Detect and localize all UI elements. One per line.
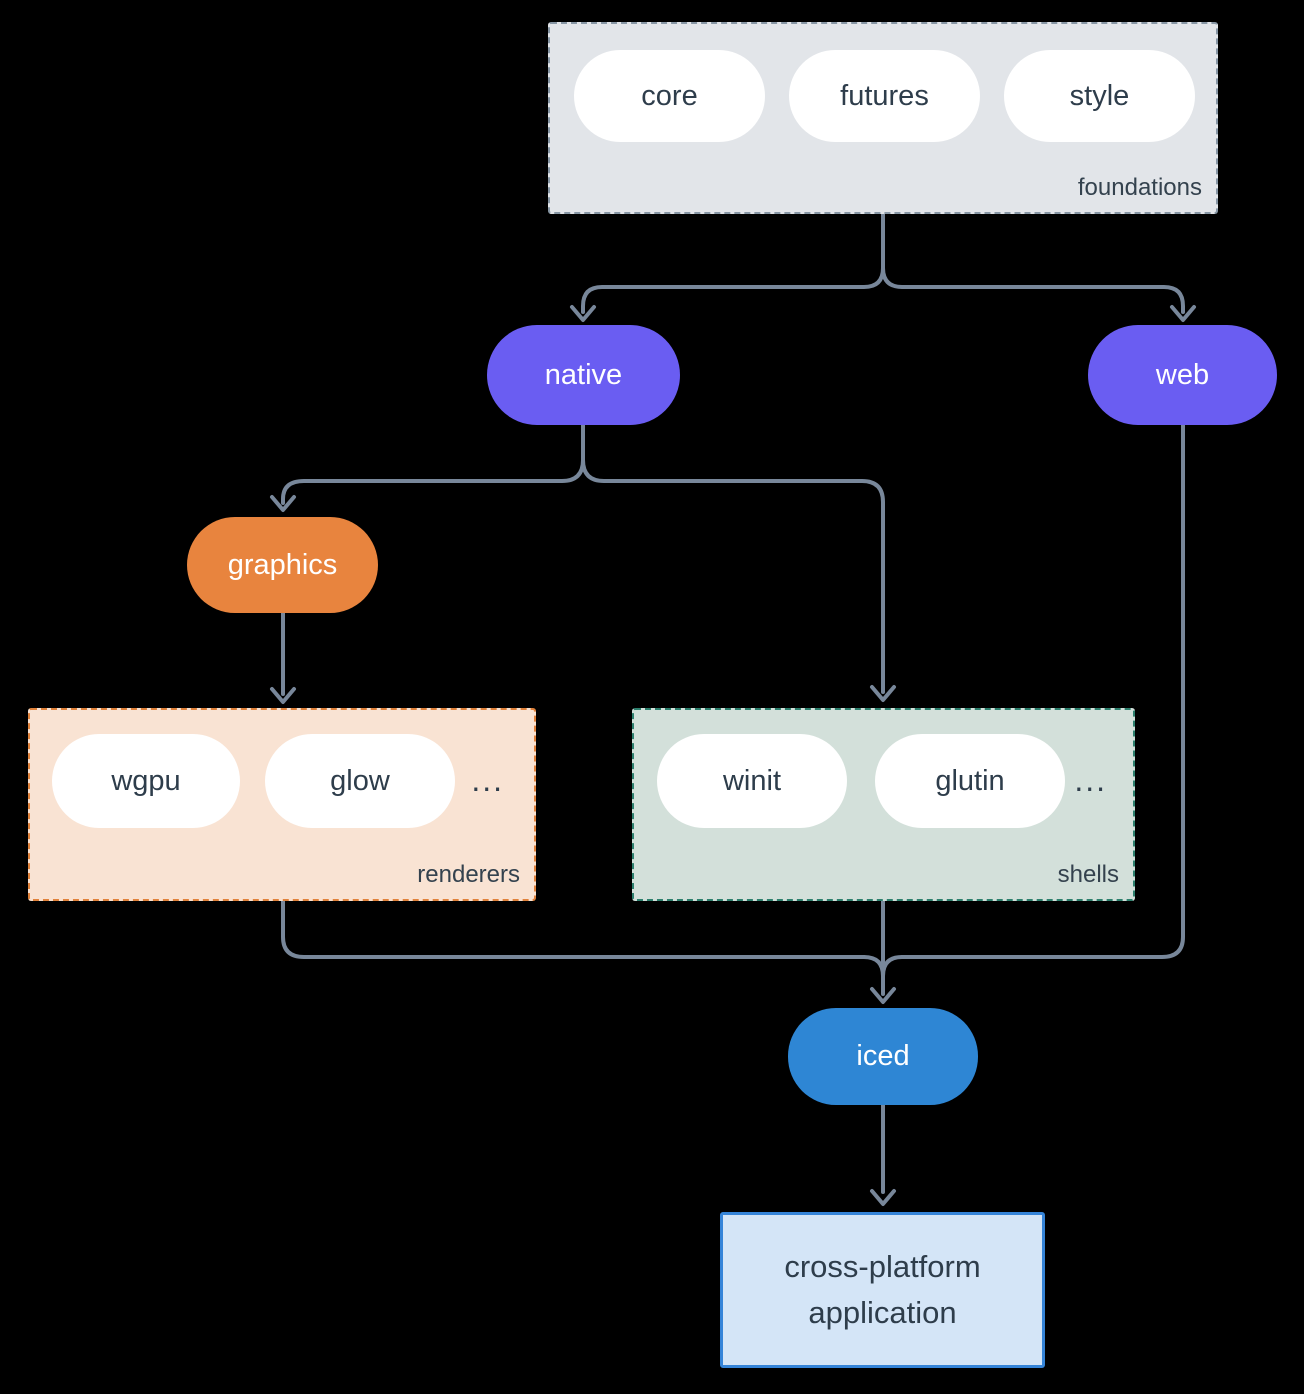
- foundations-group-label: foundations: [1077, 174, 1202, 201]
- arrowhead-graphics: [270, 495, 296, 512]
- renderers-group: wgpu glow ... renderers: [28, 708, 536, 901]
- node-iced: iced: [788, 1008, 978, 1105]
- edge-foundations-native: [581, 266, 885, 314]
- node-web-label: web: [1155, 358, 1210, 391]
- node-futures: futures: [789, 50, 980, 142]
- node-core: core: [574, 50, 765, 142]
- node-winit-label: winit: [722, 764, 781, 797]
- arrowhead-renderers: [270, 687, 296, 704]
- arrowhead-iced: [870, 987, 896, 1004]
- edge-renderers-merge: [281, 899, 866, 959]
- node-native-label: native: [544, 358, 623, 391]
- foundations-group: core futures style foundations: [548, 22, 1218, 214]
- node-style-label: style: [1069, 79, 1130, 112]
- arrowhead-shells: [870, 685, 896, 702]
- node-web: web: [1088, 325, 1277, 425]
- node-application-label: cross-platform application: [784, 1248, 981, 1331]
- edge-web-merge: [900, 423, 1185, 959]
- arrowhead-application: [870, 1189, 896, 1206]
- shells-group: winit glutin ... shells: [632, 708, 1135, 901]
- node-graphics-label: graphics: [227, 548, 338, 581]
- merge-fillet-right: [881, 955, 904, 978]
- shells-group-label: shells: [1057, 861, 1119, 888]
- node-glutin-label: glutin: [935, 764, 1005, 797]
- node-style: style: [1004, 50, 1195, 142]
- node-winit: winit: [657, 734, 847, 828]
- node-iced-label: iced: [856, 1040, 910, 1072]
- arrowhead-native: [570, 305, 596, 322]
- edge-native-graphics: [281, 458, 585, 505]
- merge-fillet-left: [862, 955, 885, 978]
- node-glow-label: glow: [330, 764, 390, 797]
- node-wgpu-label: wgpu: [111, 764, 181, 797]
- renderers-more-dots: ...: [471, 762, 504, 798]
- edge-foundations-web: [881, 266, 1185, 314]
- arrowhead-web: [1170, 305, 1196, 322]
- node-glow: glow: [265, 734, 455, 828]
- node-glutin: glutin: [875, 734, 1065, 828]
- node-graphics: graphics: [187, 517, 378, 613]
- node-wgpu: wgpu: [52, 734, 240, 828]
- node-application: cross-platform application: [720, 1212, 1045, 1368]
- node-core-label: core: [641, 79, 698, 112]
- shells-more-dots: ...: [1074, 762, 1107, 798]
- renderers-group-label: renderers: [417, 861, 520, 888]
- node-futures-label: futures: [840, 79, 929, 112]
- edge-native-shells: [581, 458, 885, 694]
- node-native: native: [487, 325, 680, 425]
